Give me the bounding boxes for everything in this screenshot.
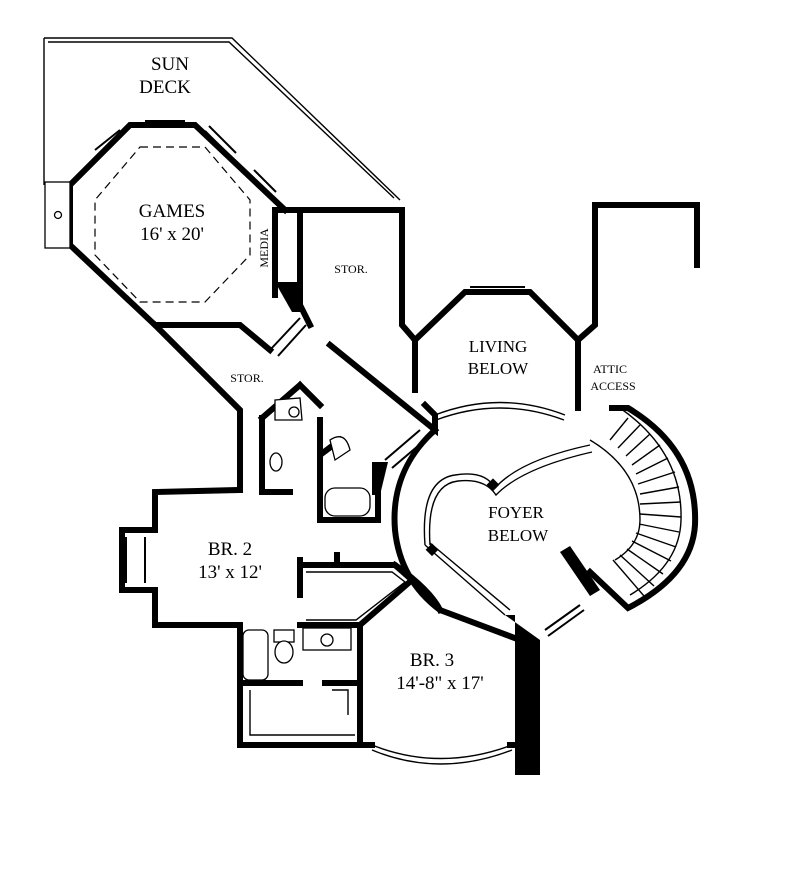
spiral-stair [560, 405, 699, 612]
media-closet [269, 207, 307, 357]
attic-wall [573, 202, 700, 345]
bedroom-2-label: BR. 2 [208, 539, 252, 560]
bath-lower [237, 622, 363, 748]
storage-label-upper: STOR. [334, 262, 367, 276]
bedroom-2-size: 13' x 12' [198, 562, 262, 583]
bath-upper [269, 397, 381, 523]
sun-deck [43, 37, 401, 201]
media-label: MEDIA [257, 228, 271, 268]
sun-deck-label-1: SUN [151, 54, 189, 75]
games-label: GAMES [139, 201, 206, 222]
foyer-label-2: BELOW [488, 526, 549, 545]
living-label-2: BELOW [468, 359, 529, 378]
bedroom-3-size: 14'-8" x 17' [396, 673, 483, 694]
storage-label-lower: STOR. [230, 371, 263, 385]
bedroom-3-label: BR. 3 [410, 650, 454, 671]
bedroom-3 [357, 560, 523, 765]
upper-storage [150, 207, 438, 493]
living-label-1: LIVING [469, 337, 528, 356]
sun-deck-label-2: DECK [139, 77, 191, 98]
foyer-below [423, 444, 593, 616]
living-below [410, 286, 581, 421]
foyer-label-1: FOYER [488, 503, 544, 522]
games-size: 16' x 20' [140, 224, 204, 245]
attic-label-2: ACCESS [590, 379, 635, 393]
attic-label-1: ATTIC [593, 362, 627, 376]
